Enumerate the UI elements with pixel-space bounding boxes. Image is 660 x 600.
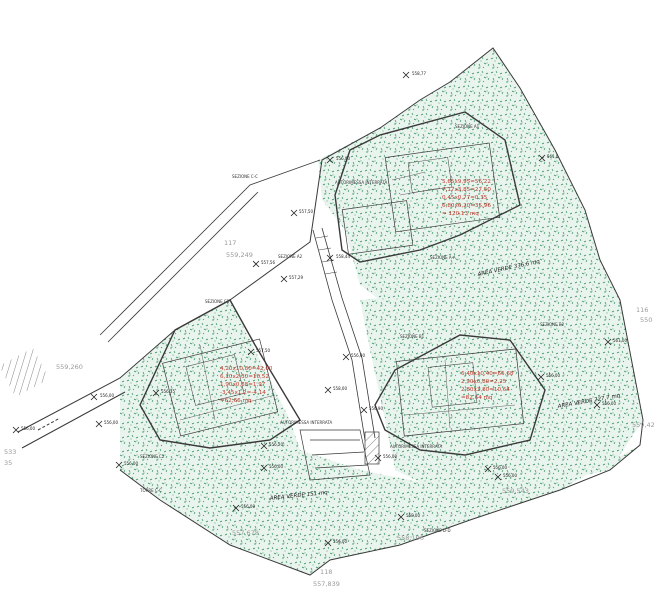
calc-line: 7,17x3,85=27,50 (442, 187, 491, 193)
calc-line: 6,10x2,30=16,52 (220, 374, 269, 380)
section-label: SEZIONE C-C (232, 174, 258, 179)
calc-line: -3,45x1,2=-4,14 (220, 390, 266, 396)
calc-line: = 120,13 mq (442, 211, 479, 217)
elevation-label: 556,00 (124, 461, 138, 466)
driveway (99, 159, 376, 441)
grey-label: 559,260 (56, 363, 83, 371)
section-label: SEZIONE C2 (140, 454, 165, 459)
elevation-label: 556,00 (503, 473, 517, 478)
elevation-label: 556,20 (269, 442, 283, 447)
section-label: SEZIONE A-A (430, 255, 456, 260)
elevation-label: 556,00 (493, 465, 507, 470)
boundary-labels: 559,249 559,260 550 116 559,42 559,543 5… (4, 239, 655, 588)
calc-north: 5,65x9,95=56,22 7,17x3,85=27,50 0,45x0,7… (442, 179, 491, 217)
grey-label: 557,678 (232, 529, 259, 537)
elevation-label: 556,00 (104, 420, 118, 425)
calc-line: 6,80x6,20=35,96 (442, 203, 491, 209)
elevation-label: 561,00 (613, 338, 627, 343)
site-boundary (17, 47, 644, 576)
grey-label: 550 (640, 316, 652, 324)
elevation-label: 557,29 (289, 275, 303, 280)
calc-line: 2,80x3,80=10,64 (461, 387, 510, 393)
elevation-label: 557,56 (261, 260, 275, 265)
grey-label: 118 (320, 568, 332, 576)
elevation-label: 556,00 (383, 454, 397, 459)
section-label: SEZIONE A2 (278, 254, 303, 259)
grey-label: 559,249 (226, 251, 253, 259)
elevation-label: 558,00 (333, 386, 347, 391)
elevation-label: 558,77 (412, 71, 426, 76)
green-area-east (360, 260, 643, 482)
calc-west: 4,20x10,80=42,00 6,10x2,30=16,52 1,90x0,… (220, 366, 273, 404)
elevation-markers (12, 71, 612, 547)
building-west (139, 299, 301, 449)
elevation-label: 556,90 (369, 406, 383, 411)
elevation-label: 556,00 (351, 353, 365, 358)
elevation-label: 556,00 (333, 539, 347, 544)
elevation-label: 558,44 (336, 254, 350, 259)
elevation-label: 561,0 (547, 154, 559, 159)
section-label: SEZIONE B2 (540, 322, 565, 327)
grey-label: 559,543 (502, 487, 529, 495)
calc-line: =82,64 mq (461, 395, 493, 401)
section-label: SEZIONE C1 (205, 299, 230, 304)
elevation-label: 556,00 (336, 156, 350, 161)
calc-line: 1,90x0,68=1,97 (220, 382, 266, 388)
elevation-label: 558,00 (406, 513, 420, 518)
grey-label: 559,42 (632, 421, 655, 429)
elevation-label: 556,35 (161, 389, 175, 394)
green-area-north (318, 48, 600, 300)
grey-label: 558,196 (397, 534, 424, 542)
section-label: SEZIONE A1 (455, 124, 480, 129)
calc-line: 4,20x10,80=42,00 (220, 366, 273, 372)
elevation-label: 556,00 (269, 464, 283, 469)
calc-east: 6,40x10,40=66,68 2,90x0,80=2,25 2,80x3,8… (461, 371, 514, 401)
calc-line: 2,90x0,80=2,25 (461, 379, 507, 385)
building-east (374, 334, 546, 456)
calc-line: =62,66 mq (220, 398, 252, 404)
elevation-label: 556,00 (100, 393, 114, 398)
section-labels: SEZIONE C-C SEZIONE A1 SEZIONE A2 SEZION… (139, 124, 565, 533)
grey-label: 117 (224, 239, 236, 247)
elevation-label: 557,50 (256, 348, 270, 353)
calc-line: 6,40x10,40=66,68 (461, 371, 514, 377)
section-label: AUTORIMESSA INTERRATA (280, 420, 332, 425)
section-label: TORRE C-C (139, 488, 162, 493)
grey-label: 533 (4, 448, 16, 456)
elevation-label: 556,00 (546, 373, 560, 378)
calc-line: 5,65x9,95=56,22 (442, 179, 491, 185)
elevation-label: 556,00 (602, 401, 616, 406)
grey-label: 557,839 (313, 580, 340, 588)
section-label: AUTORIMESSA INTERRATA (335, 180, 387, 185)
elevation-label: 556,00 (241, 504, 255, 509)
section-label: AUTORIMESSA INTERRATA (390, 444, 442, 449)
section-label: SEZIONE D-D (424, 528, 451, 533)
section-label: SEZIONE B1 (400, 334, 425, 339)
elevation-labels: 558,77 556,00 557,50 557,56 558,44 557,2… (21, 71, 627, 544)
grey-label: 35 (4, 459, 12, 467)
retaining-wall-hatch (0, 348, 50, 397)
calc-line: 0,45x0,77=0,35 (442, 195, 488, 201)
grey-label: 116 (636, 306, 648, 314)
elevation-label: 557,50 (299, 209, 313, 214)
building-north (334, 111, 521, 263)
elevation-label: 556,00 (21, 426, 35, 431)
